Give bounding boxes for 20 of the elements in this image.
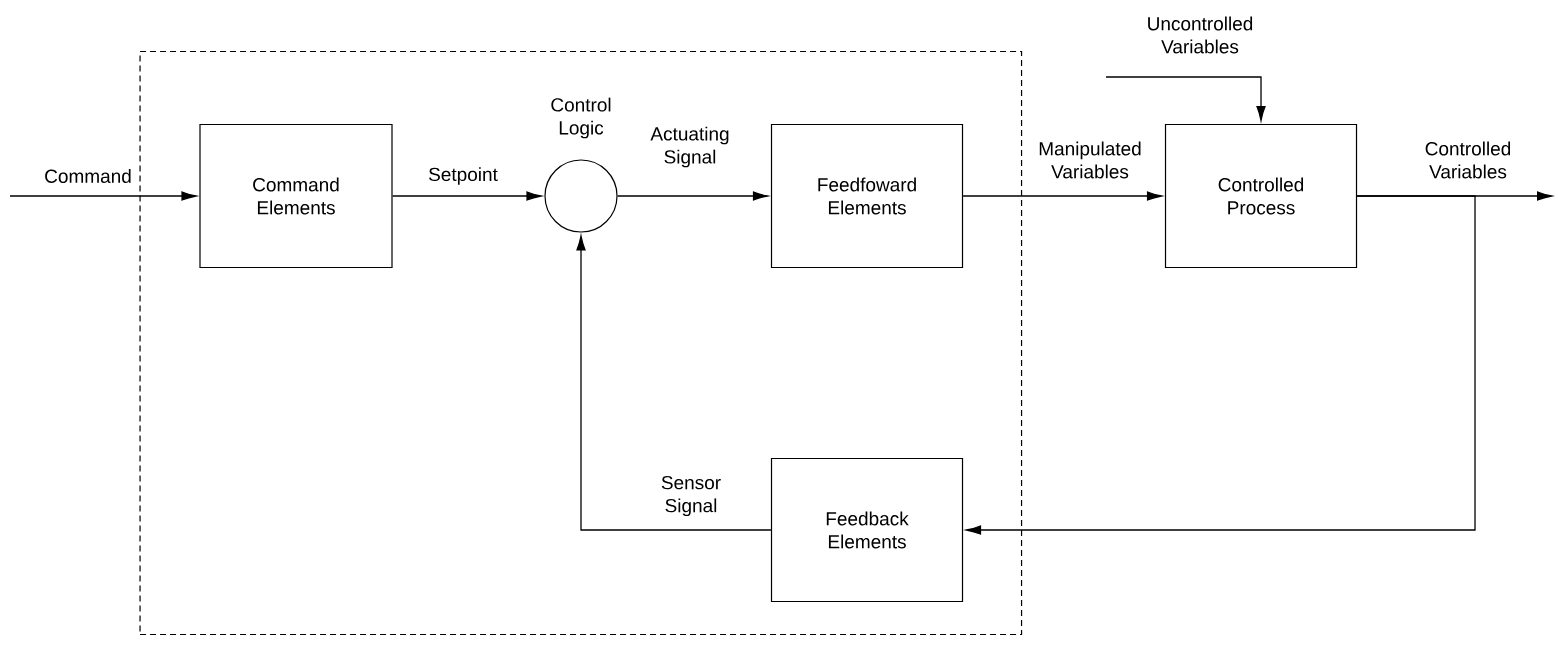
block-box: Feedback Elements [770,457,964,603]
node-caption: Control Logic [551,97,611,139]
arrow [962,191,1162,201]
edge-label: Uncontrolled Variables [1148,16,1253,54]
block-box: Feedfoward Elements [770,123,964,269]
arrow [9,191,197,201]
block-box: Controlled Process [1164,123,1358,269]
edge-label: Actuating Signal [650,126,729,168]
edge-label: Command [45,169,131,183]
arrow [576,235,772,531]
edge-label: Controlled Variables [1425,141,1511,179]
edge-label: Sensor Signal [661,475,721,517]
block-box: Command Elements [199,123,393,269]
edge-label: Manipulated Variables [1039,141,1141,179]
edge-label: Setpoint [429,167,498,185]
arrow [391,191,542,201]
arrow [616,191,768,201]
arrow [966,195,1476,535]
dashed-boundary [139,50,1023,636]
arrow [1105,76,1266,121]
